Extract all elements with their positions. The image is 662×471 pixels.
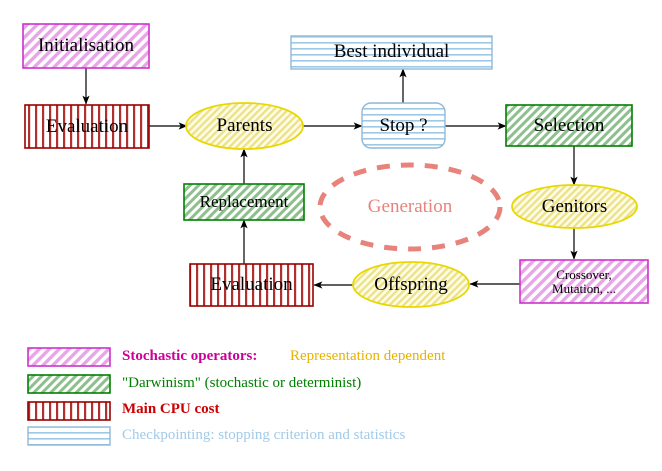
legend-label-main-cpu-cost: Main CPU cost [122,401,220,417]
node-evaluation-bottom[interactable] [189,263,314,307]
node-crossover-mutation[interactable] [519,259,649,304]
node-generation [317,162,503,252]
legend-swatch-blue-horizontal [27,426,111,446]
node-offspring[interactable] [352,261,470,308]
node-selection[interactable] [505,104,633,147]
legend-label-checkpointing: Checkpointing: stopping criterion and st… [122,427,406,443]
node-stop[interactable] [361,102,446,149]
node-best-individual[interactable] [290,35,493,70]
legend-label-representation-dependent: Representation dependent [290,348,446,364]
node-label-generation: Generation [367,196,453,217]
legend-swatch-magenta-diagonal [27,347,111,367]
node-genitors[interactable] [511,184,638,229]
node-evaluation-top[interactable] [24,104,150,149]
legend-label-stochastic-operators: Stochastic operators: [122,348,258,364]
node-parents[interactable] [185,102,304,150]
legend-swatch-green-diagonal [27,374,111,394]
node-initialisation[interactable] [22,23,150,69]
node-replacement[interactable] [183,183,305,221]
legend-swatch-red-vertical [27,401,111,421]
legend-label-darwinism: "Darwinism" (stochastic or determinist) [122,375,362,391]
